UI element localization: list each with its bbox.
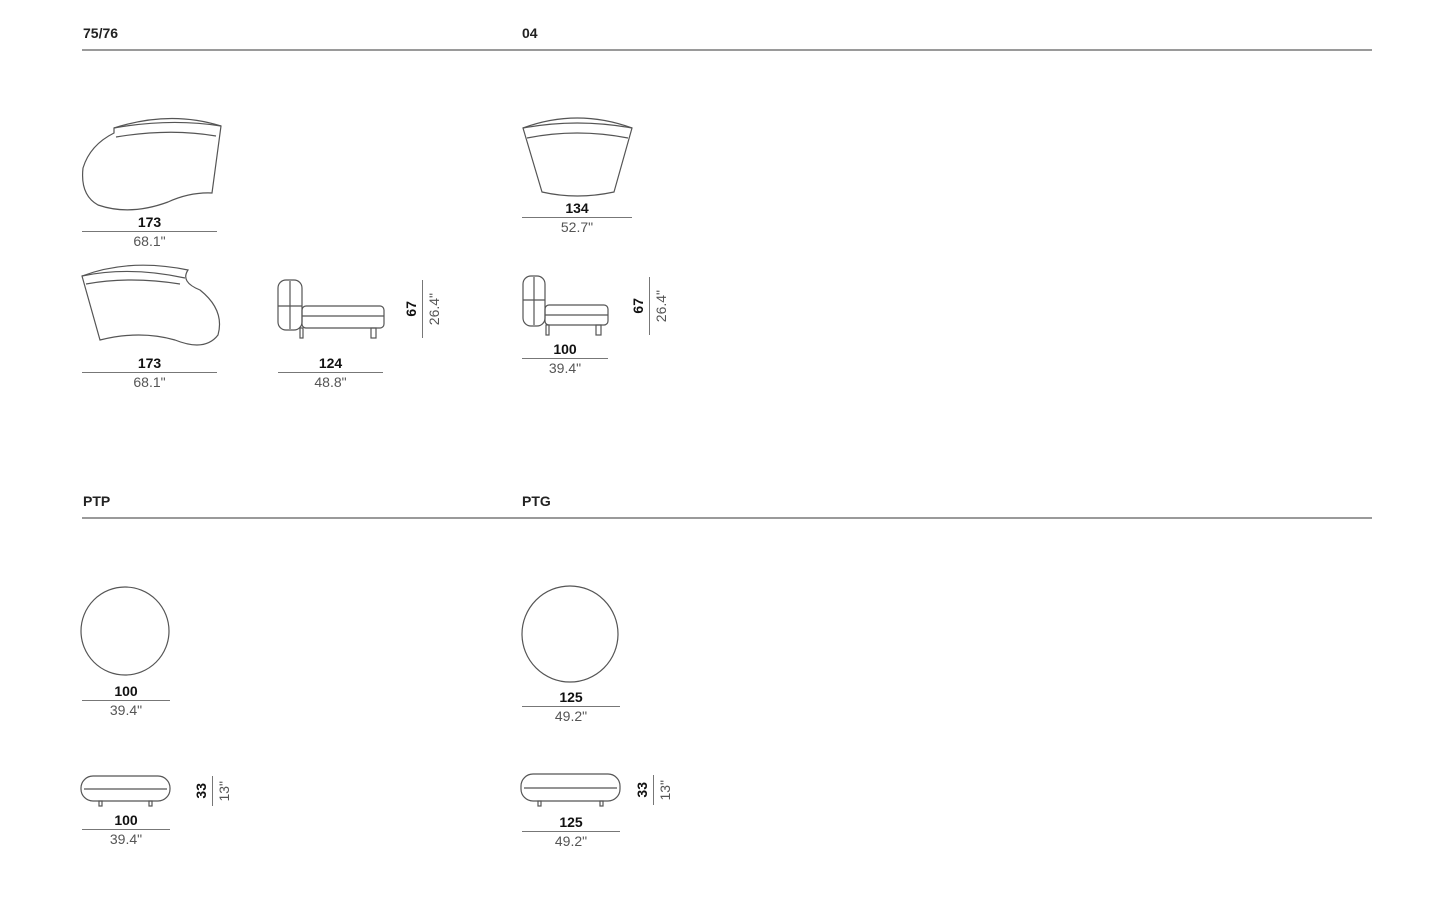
dimension-height: 33 13" — [634, 775, 673, 805]
dimension-inches: 39.4" — [109, 702, 143, 718]
dimension-diameter: 125 49.2" — [522, 690, 620, 723]
dimension-depth: 124 48.8" — [278, 356, 383, 389]
dimension-width: 134 52.7" — [522, 201, 632, 234]
dimension-inches: 39.4" — [548, 360, 582, 376]
dimension-cm: 125 — [559, 814, 583, 830]
dimension-height: 67 26.4" — [403, 280, 442, 338]
dimension-inches: 49.2" — [554, 708, 588, 724]
dimension-cm: 125 — [559, 689, 583, 705]
section-title-04: 04 — [522, 25, 538, 41]
dimension-diameter: 100 39.4" — [82, 684, 170, 717]
armchair-side-view — [522, 275, 609, 336]
dimension-cm: 100 — [114, 812, 138, 828]
dimension-inches: 49.2" — [554, 833, 588, 849]
dimension-height: 33 13" — [193, 776, 232, 806]
dimension-cm: 100 — [114, 683, 138, 699]
dimension-inches: 13" — [657, 779, 673, 801]
dimension-height: 67 26.4" — [630, 277, 669, 335]
section-divider — [82, 517, 1372, 519]
dimension-depth: 100 39.4" — [522, 342, 608, 375]
section-title-ptp: PTP — [83, 493, 111, 509]
pouf-small-side-view — [80, 775, 171, 807]
dimension-cm: 33 — [634, 782, 650, 798]
dimension-cm: 100 — [553, 341, 577, 357]
dimension-cm: 67 — [630, 298, 646, 314]
dimension-width: 173 68.1" — [82, 215, 217, 248]
section-title-ptg: PTG — [522, 493, 551, 509]
dimension-cm: 134 — [565, 200, 589, 216]
dimension-inches: 52.7" — [560, 219, 594, 235]
dimension-inches: 39.4" — [109, 831, 143, 847]
chaise-top-view-right — [81, 264, 221, 346]
pouf-large-side-view — [520, 773, 621, 807]
dimension-inches: 26.4" — [426, 292, 442, 326]
dimension-diameter: 125 49.2" — [522, 815, 620, 848]
chaise-side-view — [277, 279, 385, 339]
dimension-cm: 173 — [137, 355, 162, 371]
dimension-cm: 33 — [193, 783, 209, 799]
dimension-cm: 124 — [318, 355, 343, 371]
section-divider — [82, 49, 1372, 51]
section-title-75-76: 75/76 — [83, 25, 119, 41]
dimension-inches: 48.8" — [314, 374, 347, 390]
pouf-large-top-view — [521, 585, 619, 683]
chaise-top-view-left — [81, 117, 222, 211]
dimension-diameter: 100 39.4" — [82, 813, 170, 846]
armchair-top-view — [522, 117, 633, 197]
dimension-inches: 68.1" — [133, 233, 166, 249]
dimension-cm: 173 — [137, 214, 162, 230]
pouf-small-top-view — [80, 586, 170, 676]
dimension-cm: 67 — [403, 301, 419, 317]
dimension-inches: 26.4" — [653, 289, 669, 323]
dimension-inches: 13" — [216, 780, 232, 802]
dimension-width: 173 68.1" — [82, 356, 217, 389]
dimension-inches: 68.1" — [133, 374, 166, 390]
